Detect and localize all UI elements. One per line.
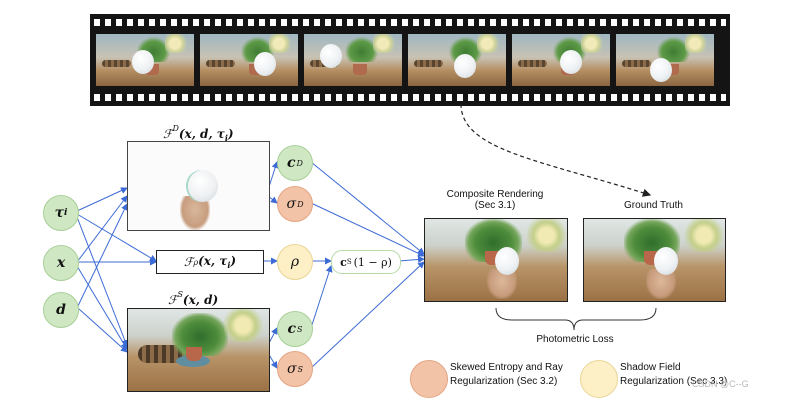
composite-rendering-image [424,218,568,302]
legend-skewed-entropy-text: Skewed Entropy and Ray Regularization (S… [450,362,563,387]
legend-shadow-field-text: Shadow Field Regularization (Sec 3.3) [620,362,728,387]
film-sprocket-holes-top [94,19,726,26]
video-frame [408,34,506,86]
photometric-loss-label: Photometric Loss [536,334,614,345]
video-frame [304,34,402,86]
position-input-node: x [43,245,79,281]
video-frame [200,34,298,86]
video-frame [96,34,194,86]
ground-truth-label: Ground Truth [624,200,683,211]
static-render-image [127,308,270,392]
ground-truth-image [583,218,726,302]
shadow-ratio-node: ρ [277,244,313,280]
direction-input-node: d [43,292,79,328]
watermark-text: CSDN @C--G [692,379,749,389]
video-frame [512,34,610,86]
dynamic-render-image [127,141,270,231]
video-film-strip [90,14,730,106]
legend-orange-swatch [410,360,448,398]
legend-yellow-swatch [580,360,618,398]
composite-rendering-label: Composite Rendering (Sec 3.1) [446,189,544,211]
film-sprocket-holes-bottom [94,94,726,101]
static-network-title: ℱS(x, d) [168,290,219,307]
video-frame [616,34,714,86]
dynamic-network-title: ℱD(x, d, τi) [163,124,234,143]
